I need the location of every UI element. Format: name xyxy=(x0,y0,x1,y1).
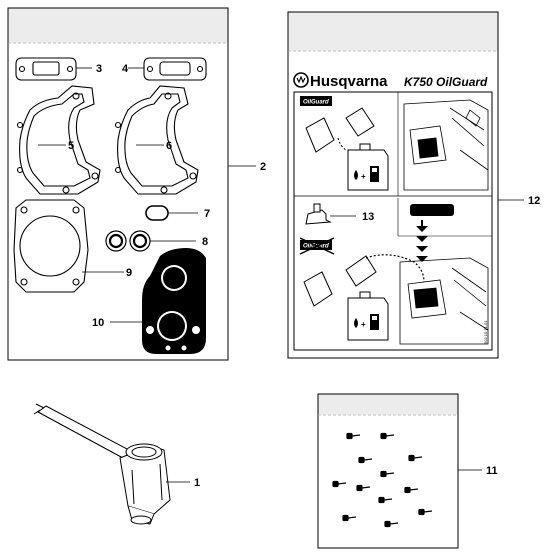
husqvarna-crown-icon xyxy=(293,72,309,88)
fuel-can-icon xyxy=(347,143,389,191)
oilguard-label xyxy=(300,96,332,106)
oil-bottle-icon xyxy=(305,117,335,153)
model-name: K750 OilGuard xyxy=(404,75,488,89)
exhaust-gasket xyxy=(143,57,207,81)
svg-text:+: + xyxy=(361,172,366,181)
oil-bottle-icon-2 xyxy=(303,271,333,307)
bag-seal-strip xyxy=(8,8,228,43)
callout-1: 1 xyxy=(194,477,200,489)
additive-bottle-icon xyxy=(345,107,375,137)
callout-3: 3 xyxy=(96,63,102,75)
oil-drop-icon-2 xyxy=(354,318,358,328)
svg-text:+: + xyxy=(361,320,366,329)
callout-7: 7 xyxy=(204,208,210,220)
cylinder-base-gasket xyxy=(13,199,89,293)
callout-5: 5 xyxy=(68,140,74,152)
machine-illustration-top xyxy=(403,99,489,191)
dotted-flow-line xyxy=(365,254,425,283)
combination-spanner-tool xyxy=(33,403,171,525)
callout-6: 6 xyxy=(166,140,172,152)
additive-bottle-icon-2 xyxy=(345,255,377,287)
callout-8: 8 xyxy=(202,236,208,248)
o-ring xyxy=(145,205,169,221)
callout-9: 9 xyxy=(126,267,132,279)
callout-11: 11 xyxy=(486,465,498,477)
fuel-pump-icon xyxy=(370,166,379,182)
callout-2: 2 xyxy=(260,161,266,173)
down-arrow-icon xyxy=(416,220,428,262)
seal-rings xyxy=(105,230,151,252)
screw-set xyxy=(332,432,433,528)
fuel-can-icon-2 xyxy=(347,291,389,341)
oilguard-label-text: OilGuard xyxy=(303,100,329,106)
callout-12: 12 xyxy=(528,195,540,207)
callout-13: 13 xyxy=(362,211,374,223)
machine-illustration-bottom xyxy=(399,257,489,345)
callout-4: 4 xyxy=(122,63,129,75)
oilguard-cap xyxy=(410,204,454,216)
part-number-text: 502 10 71-01 xyxy=(483,320,488,344)
fuel-pump-icon-2 xyxy=(370,314,379,330)
black-plate-gasket xyxy=(142,248,206,354)
crankcase-gasket-right xyxy=(114,85,199,195)
exhaust-gasket-small xyxy=(15,57,77,81)
brand-name: Husqvarna xyxy=(310,73,388,90)
callout-10: 10 xyxy=(92,317,104,329)
oilguard-housing-part xyxy=(305,203,332,225)
crankcase-gasket-left xyxy=(16,85,101,195)
oil-drop-icon xyxy=(354,170,358,180)
